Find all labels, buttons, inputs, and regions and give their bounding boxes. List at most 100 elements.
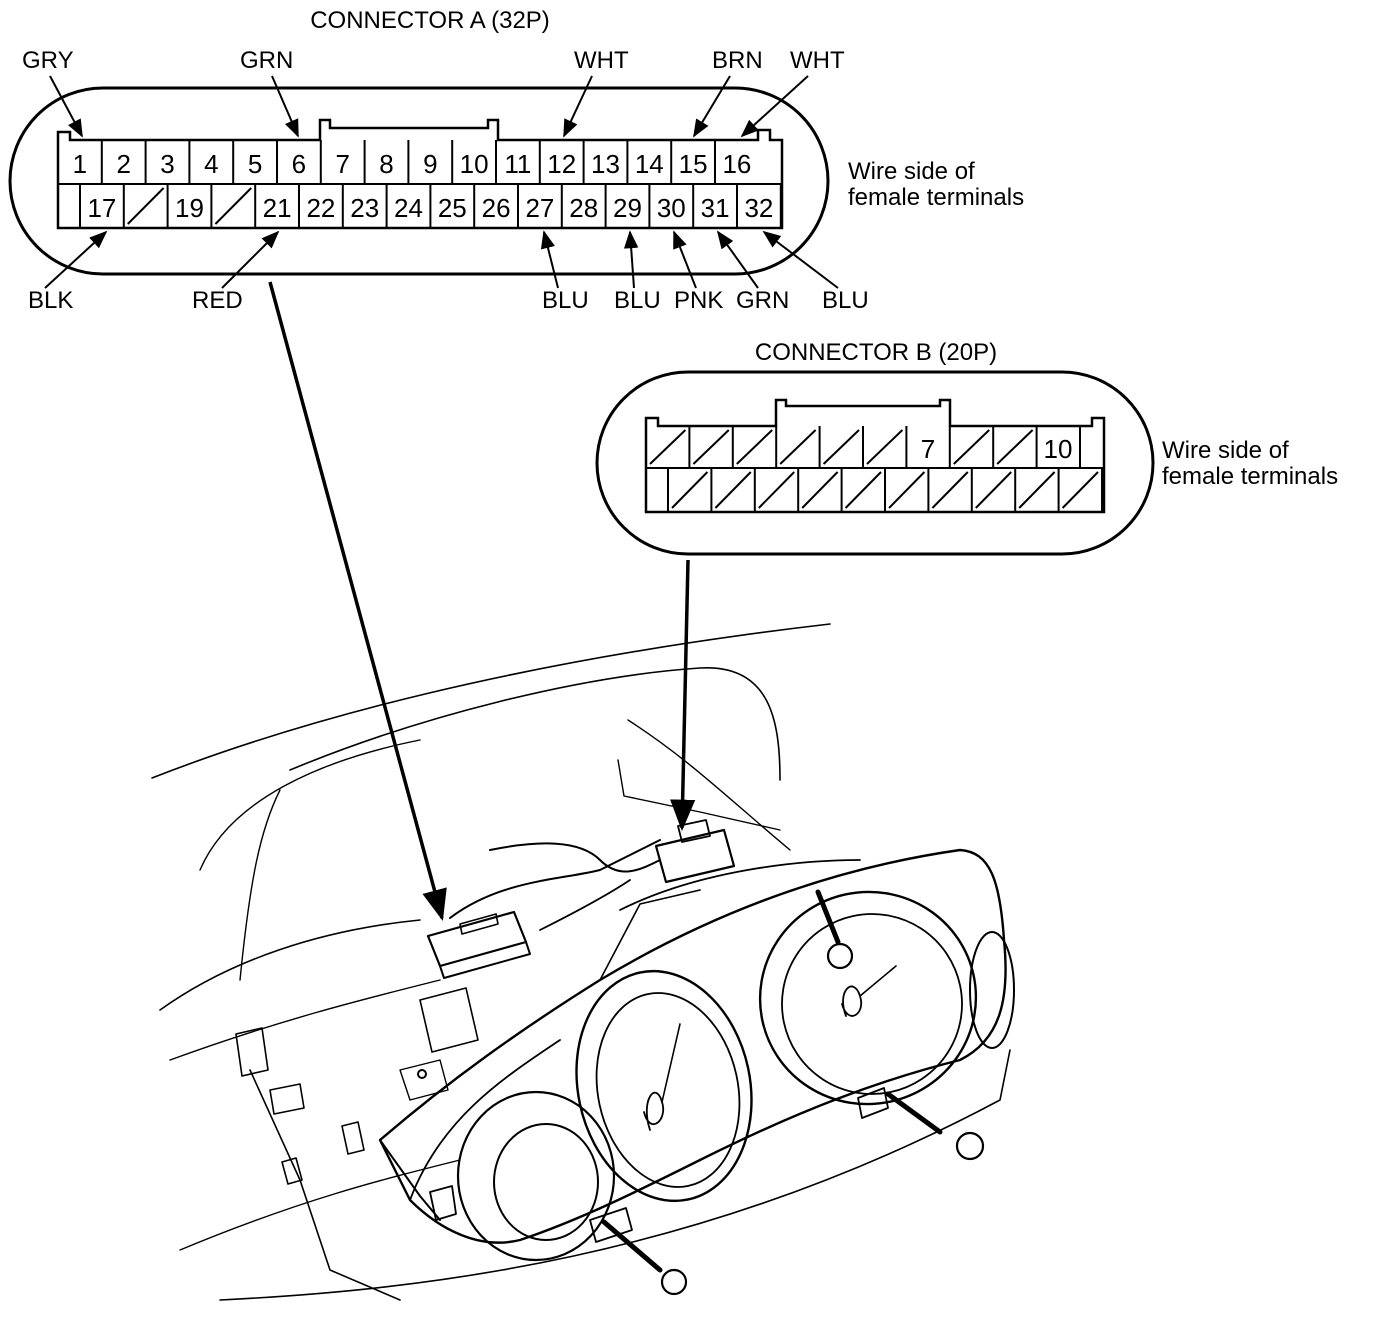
- connector-a-callout: [8, 86, 830, 276]
- wire-harness-loop: [489, 842, 661, 873]
- dash-lower-edge: [249, 1069, 401, 1301]
- gauge-small-right: [969, 931, 1015, 1049]
- connector-b-side-note-line2: female terminals: [1162, 463, 1338, 490]
- mount-tab: [419, 987, 479, 1053]
- gauge-tachometer-inner: [595, 992, 741, 1188]
- tachometer-needle-hub: [643, 1091, 665, 1131]
- connector-b-empty-cavity: [736, 429, 773, 465]
- wire-label-blu-29: BLU: [614, 287, 661, 314]
- screw-right: [885, 1091, 985, 1161]
- connector-b-empty-cavity: [844, 471, 882, 509]
- dash-crease: [627, 719, 791, 851]
- screw-bottom: [601, 1219, 688, 1296]
- connector-a-terminal-10: 10: [460, 149, 489, 179]
- connector-b-bottom-row: [667, 468, 1103, 512]
- connector-a-terminal-22: 22: [306, 193, 335, 223]
- connector-a-empty-cavity: [127, 187, 165, 225]
- connector-b-empty-cavity: [714, 471, 752, 509]
- tachometer-needle: [661, 1023, 681, 1103]
- connector-a-terminal-16: 16: [722, 149, 751, 179]
- gauge-tachometer-outer: [575, 969, 753, 1203]
- leader-arrow-red: [221, 230, 280, 289]
- connector-a-terminal-5: 5: [248, 149, 262, 179]
- connector-a-empty-cavity: [214, 187, 252, 225]
- connector-a-terminal-9: 9: [423, 149, 437, 179]
- cluster-housing-inner-left: [409, 1039, 561, 1201]
- connector-b: CONNECTOR B (20P) 7 10 Wire side of fema…: [595, 339, 1338, 556]
- connector-a-terminal-24: 24: [394, 193, 423, 223]
- connector-b-empty-cavity: [953, 429, 990, 465]
- wire-harness-lower: [539, 879, 631, 931]
- connector-b-callout: [595, 370, 1155, 556]
- connector-b-empty-cavity: [996, 429, 1034, 465]
- mount-hole: [417, 1069, 427, 1079]
- harness-connector-a-side: [439, 941, 531, 979]
- connector-a-terminal-31: 31: [701, 193, 730, 223]
- pointer-line-connector-b: [670, 559, 696, 832]
- cluster-housing: [378, 848, 1007, 1244]
- wire-label-gry: GRY: [22, 47, 74, 74]
- connector-a-terminal-6: 6: [292, 149, 306, 179]
- speedometer-needle-hub: [841, 985, 863, 1017]
- gauge-speedometer-outer: [758, 890, 978, 1106]
- connector-a-side-note-line2: female terminals: [848, 184, 1024, 211]
- connector-b-empty-cavity: [649, 429, 687, 465]
- wire-label-blu-27: BLU: [542, 287, 589, 314]
- screw-top: [815, 889, 854, 970]
- leader-arrow-brn: [693, 75, 731, 138]
- connector-a-terminal-25: 25: [438, 193, 467, 223]
- gauge-small-left-outer: [456, 1090, 616, 1262]
- mount-ear-bottom: [589, 1207, 633, 1243]
- leader-arrow-wht-16: [740, 75, 809, 138]
- connector-a-terminal-30: 30: [657, 193, 686, 223]
- harness-connector-b: [654, 828, 736, 884]
- dash-bottom-curve: [219, 1049, 1011, 1301]
- leader-arrow-blk: [44, 230, 108, 289]
- bracket-left-2: [269, 1083, 305, 1115]
- wire-label-grn-top: GRN: [240, 47, 293, 74]
- connector-a-title: CONNECTOR A (32P): [310, 7, 550, 34]
- leader-arrow-blu-32: [762, 230, 839, 289]
- dash-panel-left: [159, 919, 421, 1011]
- gauge-small-left-inner: [493, 1123, 599, 1241]
- leader-arrow-wht-12: [563, 75, 593, 138]
- connector-a-terminal-27: 27: [525, 193, 554, 223]
- connector-a-terminal-4: 4: [204, 149, 218, 179]
- mount-ear-right: [857, 1087, 889, 1119]
- wire-label-blu-32: BLU: [822, 287, 869, 314]
- connector-b-empty-cavity: [801, 471, 839, 509]
- bracket-left-3: [341, 1121, 365, 1155]
- connector-a-terminal-19: 19: [175, 193, 204, 223]
- bracket-left-4: [281, 1157, 303, 1185]
- connector-b-empty-cavity: [931, 471, 969, 509]
- connector-a-terminal-2: 2: [116, 149, 130, 179]
- connector-a-terminal-21: 21: [263, 193, 292, 223]
- connector-a-terminal-14: 14: [635, 149, 664, 179]
- harness-connector-a-latch: [459, 913, 499, 935]
- connector-b-empty-cavity: [671, 471, 709, 509]
- wire-label-wht-12: WHT: [574, 47, 629, 74]
- wire-label-wht-16: WHT: [790, 47, 845, 74]
- connector-b-side-note-line1: Wire side of: [1162, 437, 1289, 464]
- windshield-edge: [151, 623, 831, 779]
- connector-b-empty-cavity: [758, 471, 795, 509]
- dash-panel-mid: [169, 979, 441, 1061]
- connector-a-housing: [56, 118, 784, 230]
- leader-arrow-grn-top: [271, 75, 299, 138]
- pointer-line-connector-a: [268, 281, 447, 922]
- connector-b-terminal-10: 10: [1044, 434, 1073, 464]
- connector-b-empty-cavity: [1018, 471, 1056, 509]
- wire-label-brn: BRN: [712, 47, 763, 74]
- connector-b-empty-cavity: [866, 429, 904, 465]
- connector-b-terminal-7: 7: [921, 434, 935, 464]
- connector-b-empty-cavity: [779, 429, 817, 465]
- wire-label-pnk: PNK: [674, 287, 723, 314]
- gauge-speedometer-inner: [781, 913, 963, 1095]
- dashboard-illustration: [151, 623, 1015, 1301]
- hood-line: [617, 759, 781, 831]
- connector-b-empty-cavity: [975, 471, 1012, 509]
- connector-b-empty-cavity: [1061, 471, 1099, 509]
- connector-b-title: CONNECTOR B (20P): [755, 339, 997, 366]
